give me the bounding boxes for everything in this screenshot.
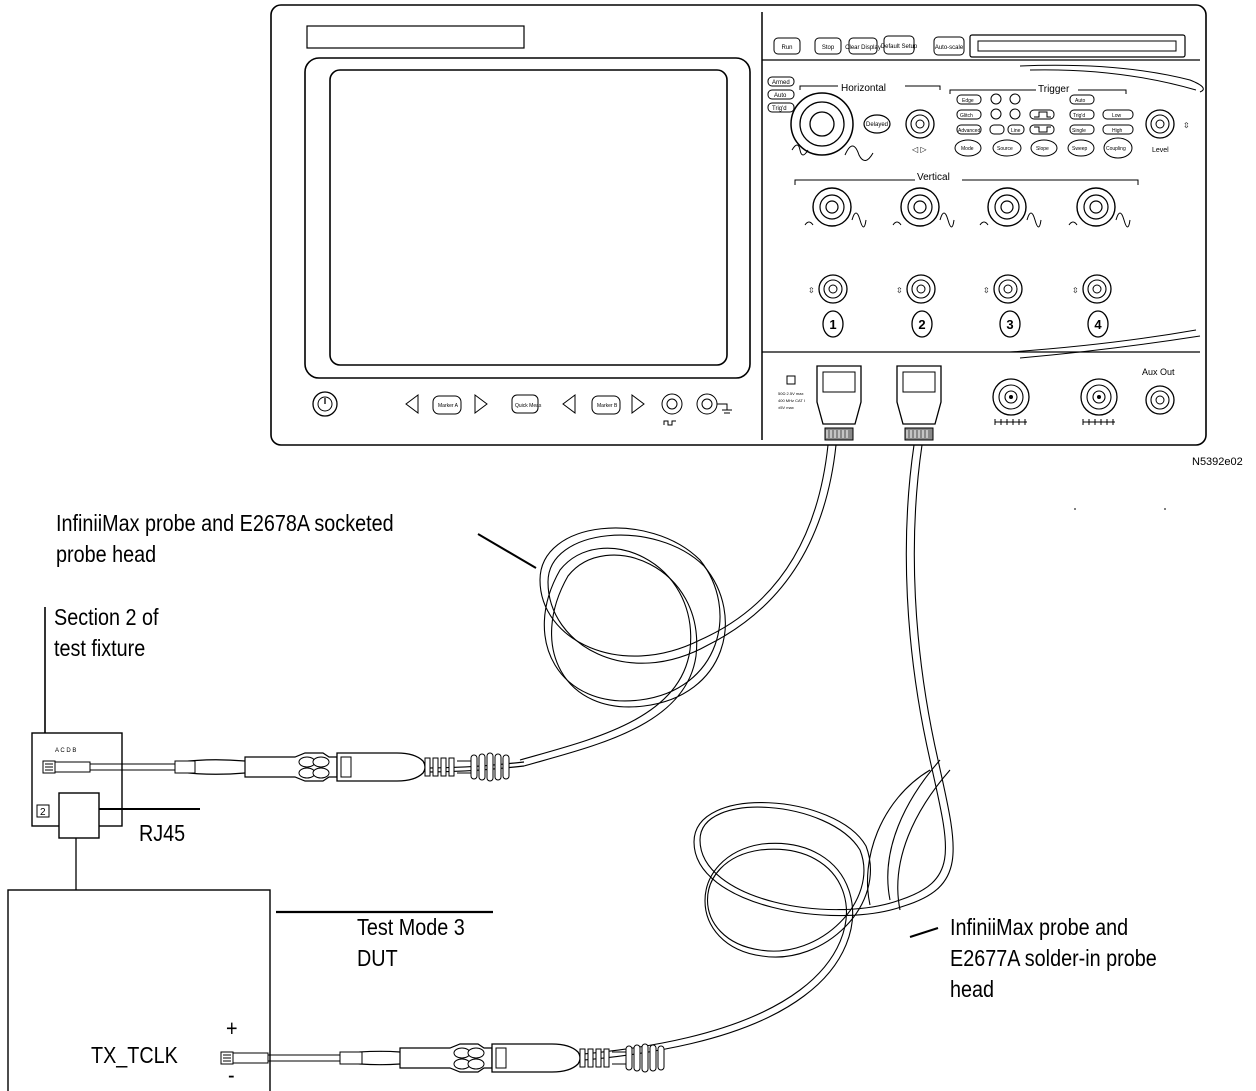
marker-b-button[interactable] xyxy=(591,395,621,415)
svg-text:Trig'd: Trig'd xyxy=(772,106,787,112)
vertical-label: Vertical xyxy=(917,172,950,183)
fixture-section-number: 2 xyxy=(40,807,46,818)
ch3-scale-knob[interactable] xyxy=(987,187,1027,227)
svg-text:⇳: ⇳ xyxy=(896,286,903,295)
default-setup-label: Default Setup xyxy=(881,44,918,50)
display-screen xyxy=(329,69,728,366)
svg-text:4: 4 xyxy=(1094,317,1102,332)
status-indicators: Armed Auto Trig'd xyxy=(767,76,795,113)
run-button-label: Run xyxy=(781,45,792,51)
svg-text:±5V max: ±5V max xyxy=(778,405,794,410)
ch1-scale-knob[interactable] xyxy=(812,187,852,227)
delayed-button[interactable] xyxy=(863,114,891,134)
socketed-probe-leader xyxy=(477,533,537,569)
level-label: Level xyxy=(1152,147,1169,154)
svg-text:3: 3 xyxy=(1006,317,1013,332)
svg-text:Trig'd: Trig'd xyxy=(1073,113,1085,119)
trigger-buttons[interactable]: Edge Glitch Advanced Line Auto Trig'd Si… xyxy=(956,93,1134,135)
svg-text:⇳: ⇳ xyxy=(808,286,815,295)
svg-text:Single: Single xyxy=(1072,128,1086,134)
svg-text:⇳: ⇳ xyxy=(1183,121,1190,130)
autoscale-label: Auto-scale xyxy=(935,45,964,51)
solder-probe-label: InfiniiMax probe and E2677A solder-in pr… xyxy=(950,914,1157,1002)
svg-text:400 MHz CAT I: 400 MHz CAT I xyxy=(778,398,805,403)
socketed-probe-label: InfiniiMax probe and E2678A socketed pro… xyxy=(56,510,394,567)
svg-text:Sweep: Sweep xyxy=(1072,146,1088,152)
svg-text:Coupling: Coupling xyxy=(1106,146,1126,152)
ch2-scale-knob[interactable] xyxy=(900,187,940,227)
ch2-offset-knob[interactable] xyxy=(906,274,936,304)
svg-text:Edge: Edge xyxy=(962,98,974,104)
fixture-pin-labels: A C D B xyxy=(55,748,76,754)
svg-text:High: High xyxy=(1112,128,1123,134)
model-label-plate xyxy=(306,25,525,49)
rj45-jack xyxy=(58,792,100,839)
oscilloscope: Run Stop Clear Display Default Setup Aut… xyxy=(270,4,1207,446)
clear-display-label: Clear Display xyxy=(845,45,881,51)
plus-sign: + xyxy=(226,1015,238,1041)
ch4-scale-knob[interactable] xyxy=(1076,187,1116,227)
svg-text:◁ ▷: ◁ ▷ xyxy=(912,145,927,154)
trigger-level-knob[interactable] xyxy=(1145,109,1175,139)
svg-text:⇳: ⇳ xyxy=(983,286,990,295)
solder-in-probe-head xyxy=(399,1043,665,1073)
horizontal-scale-knob[interactable] xyxy=(790,92,854,156)
horizontal-label: Horizontal xyxy=(841,83,886,94)
horizontal-position-knob[interactable] xyxy=(905,109,935,139)
top-buttons[interactable]: Run Stop Clear Display Default Setup Aut… xyxy=(773,35,965,56)
fixture-label: Section 2 of test fixture xyxy=(54,604,159,661)
figure-id: N5392e02 xyxy=(1192,456,1243,468)
svg-text:Advanced: Advanced xyxy=(958,128,980,134)
channel-buttons[interactable]: 1 2 3 4 xyxy=(822,310,1109,338)
svg-text:Slope: Slope xyxy=(1036,146,1049,152)
dut-box xyxy=(7,889,493,1091)
test-fixture: A C D B 2 xyxy=(31,607,200,890)
svg-text:Low: Low xyxy=(1112,113,1122,119)
svg-text:Delayed: Delayed xyxy=(866,122,888,128)
ch4-offset-knob[interactable] xyxy=(1082,274,1112,304)
ch3-offset-knob[interactable] xyxy=(993,274,1023,304)
svg-text:2: 2 xyxy=(918,317,925,332)
marker-b-right-button[interactable] xyxy=(631,394,645,414)
probe-cables xyxy=(424,444,954,1063)
marker-a-left-button[interactable] xyxy=(405,394,419,414)
rj45-label: RJ45 xyxy=(139,820,186,846)
svg-text:Marker B: Marker B xyxy=(597,403,618,409)
marker-a-button[interactable] xyxy=(432,395,462,415)
svg-text:Auto: Auto xyxy=(774,93,787,99)
svg-text:Marker A: Marker A xyxy=(438,403,459,409)
svg-text:Armed: Armed xyxy=(772,80,790,86)
svg-text:Line: Line xyxy=(1011,128,1021,134)
svg-text:Mode: Mode xyxy=(961,146,974,152)
svg-text:Auto: Auto xyxy=(1075,98,1086,104)
svg-text:⇳: ⇳ xyxy=(1072,286,1079,295)
svg-text:Quick Meas: Quick Meas xyxy=(515,403,542,409)
front-buttons: Marker A Quick Meas Marker B xyxy=(312,391,732,426)
probe-amplifiers xyxy=(816,365,942,441)
minus-sign: - xyxy=(228,1062,235,1088)
svg-text:Source: Source xyxy=(997,146,1013,152)
solder-probe-leader xyxy=(909,927,939,938)
aux-out-connector[interactable] xyxy=(1145,385,1175,415)
marker-a-right-button[interactable] xyxy=(474,394,488,414)
stop-button-label: Stop xyxy=(822,45,835,51)
svg-text:50Ω 2.5V max: 50Ω 2.5V max xyxy=(778,391,803,396)
dut-label: Test Mode 3 DUT xyxy=(357,914,465,971)
quick-meas-button[interactable] xyxy=(511,394,539,414)
svg-text:Glitch: Glitch xyxy=(960,113,973,119)
aux-out-label: Aux Out xyxy=(1142,367,1175,377)
ch1-offset-knob[interactable] xyxy=(818,274,848,304)
svg-text:1: 1 xyxy=(829,317,836,332)
tx-tclk-label: TX_TCLK xyxy=(91,1042,178,1068)
trigger-label: Trigger xyxy=(1038,84,1070,95)
trigger-mode-buttons[interactable]: Mode Source Slope Sweep Coupling xyxy=(954,137,1133,159)
marker-b-left-button[interactable] xyxy=(562,394,576,414)
